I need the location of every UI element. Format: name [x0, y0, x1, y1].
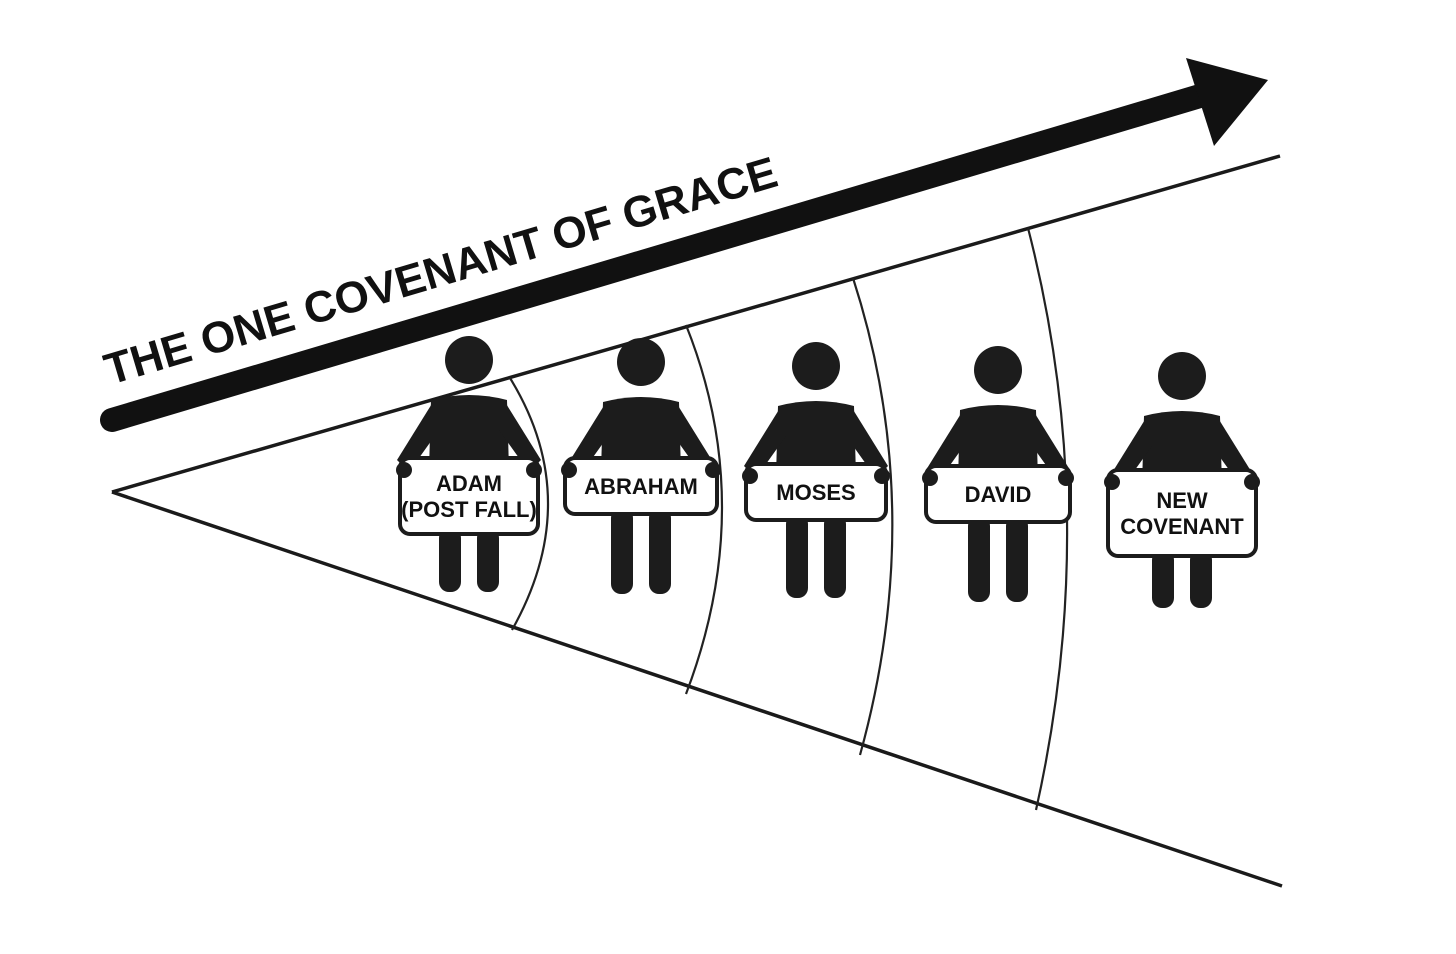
figure-sign-label: ABRAHAM — [584, 474, 698, 499]
figure-right-arm — [499, 402, 541, 472]
figure-torso — [776, 401, 856, 476]
figure-right-leg — [649, 508, 671, 594]
figures-group: ADAM(POST FALL) ABRAHAM MOSES DAVID NEWCOVEN… — [396, 336, 1260, 608]
figure-left-arm — [397, 402, 439, 472]
figure-left-leg — [1152, 550, 1174, 608]
figure-right-leg — [477, 528, 499, 592]
figure-sign-label: ADAM — [436, 471, 502, 496]
figure-right-hand — [874, 468, 890, 484]
figure-sign-label: DAVID — [965, 482, 1032, 507]
figure-right-hand — [1244, 474, 1260, 490]
figure-sign — [563, 456, 719, 516]
figure-head — [974, 346, 1022, 394]
figure-2: ABRAHAM — [561, 338, 721, 594]
figure-head — [617, 338, 665, 386]
figure-right-hand — [1058, 470, 1074, 486]
figure-left-leg — [611, 508, 633, 594]
figure-sign — [1106, 468, 1258, 558]
figure-sign — [924, 464, 1072, 524]
wedge-lower-edge — [111, 490, 1283, 888]
figure-torso — [601, 397, 681, 472]
figure-left-hand — [561, 462, 577, 478]
figure-right-hand — [705, 462, 721, 478]
figure-head — [1158, 352, 1206, 400]
wedge-upper-edge — [111, 154, 1281, 494]
figure-4: DAVID — [922, 346, 1074, 602]
figure-left-hand — [922, 470, 938, 486]
figure-left-arm — [744, 408, 786, 478]
arrow-head — [1186, 58, 1268, 146]
figure-left-hand — [742, 468, 758, 484]
figure-head — [445, 336, 493, 384]
figure-1: ADAM(POST FALL) — [396, 336, 542, 592]
figure-sign-label: NEW — [1156, 488, 1208, 513]
era-divider-1 — [509, 377, 550, 631]
figure-sign-label: MOSES — [776, 480, 855, 505]
figure-head — [792, 342, 840, 390]
era-dividers — [509, 227, 1069, 811]
figure-left-leg — [786, 514, 808, 598]
figure-torso — [429, 395, 509, 470]
figure-left-leg — [968, 516, 990, 602]
figure-torso — [1142, 411, 1222, 486]
figure-torso — [958, 405, 1038, 480]
figure-sign-label: (POST FALL) — [401, 497, 537, 522]
figure-right-leg — [1006, 516, 1028, 602]
figure-3: MOSES — [742, 342, 890, 598]
figure-sign — [398, 456, 540, 536]
figure-right-hand — [526, 462, 542, 478]
figure-sign — [744, 462, 888, 522]
covenant-wedge — [111, 154, 1283, 888]
era-divider-2 — [684, 324, 724, 695]
figure-sign-label: COVENANT — [1120, 514, 1244, 539]
arrow-shaft — [100, 84, 1212, 432]
progression-arrow — [100, 58, 1268, 432]
figure-left-leg — [439, 528, 461, 592]
figure-left-hand — [396, 462, 412, 478]
era-divider-3 — [851, 277, 894, 756]
figure-right-leg — [1190, 550, 1212, 608]
figure-right-leg — [824, 514, 846, 598]
diagram-title: THE ONE COVENANT OF GRACE — [99, 148, 783, 395]
figure-left-hand — [1104, 474, 1120, 490]
figure-right-arm — [846, 408, 888, 478]
